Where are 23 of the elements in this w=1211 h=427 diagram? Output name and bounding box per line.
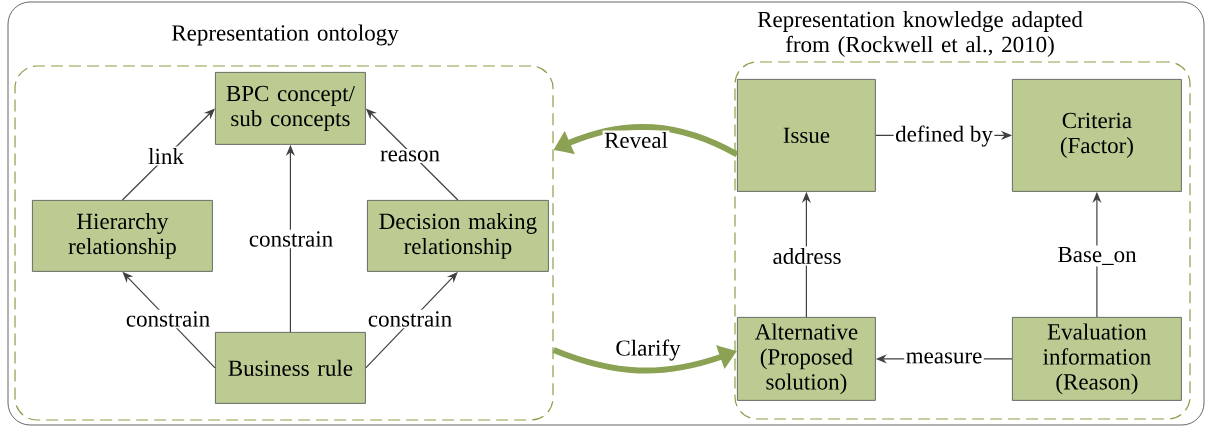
edge-label: reason (378, 148, 442, 163)
edge-label: link (146, 146, 186, 166)
edge-label: constrain (124, 309, 212, 329)
edge-label: Clarify (613, 337, 683, 363)
edge-label: constrain (366, 309, 454, 329)
edge-label: defined by (893, 123, 995, 149)
arrow (552, 346, 736, 374)
concept-box: Alternative (Proposed solution) (737, 317, 876, 401)
concept-box: Decision making relationship (367, 200, 549, 272)
concept-box: Evaluation information (Reason) (1012, 317, 1182, 401)
edge-label: measure (904, 350, 984, 365)
edge-label: Base_on (1055, 245, 1139, 267)
edge-label: constrain (247, 229, 335, 249)
arrow (554, 123, 739, 158)
edge-label: Reveal (602, 130, 670, 150)
container-heading: Representation ontology (171, 24, 399, 46)
concept-box: Hierarchy relationship (32, 200, 213, 272)
edge-label: address (771, 246, 843, 266)
concept-box: BPC concept/ sub concepts (215, 72, 366, 145)
concept-box: Issue (737, 79, 876, 192)
container-heading: Representation knowledge adapted from (Rockwell et al., 2010) (757, 11, 1083, 57)
concept-box: Business rule (215, 332, 366, 404)
concept-box: Criteria (Factor) (1012, 79, 1182, 192)
